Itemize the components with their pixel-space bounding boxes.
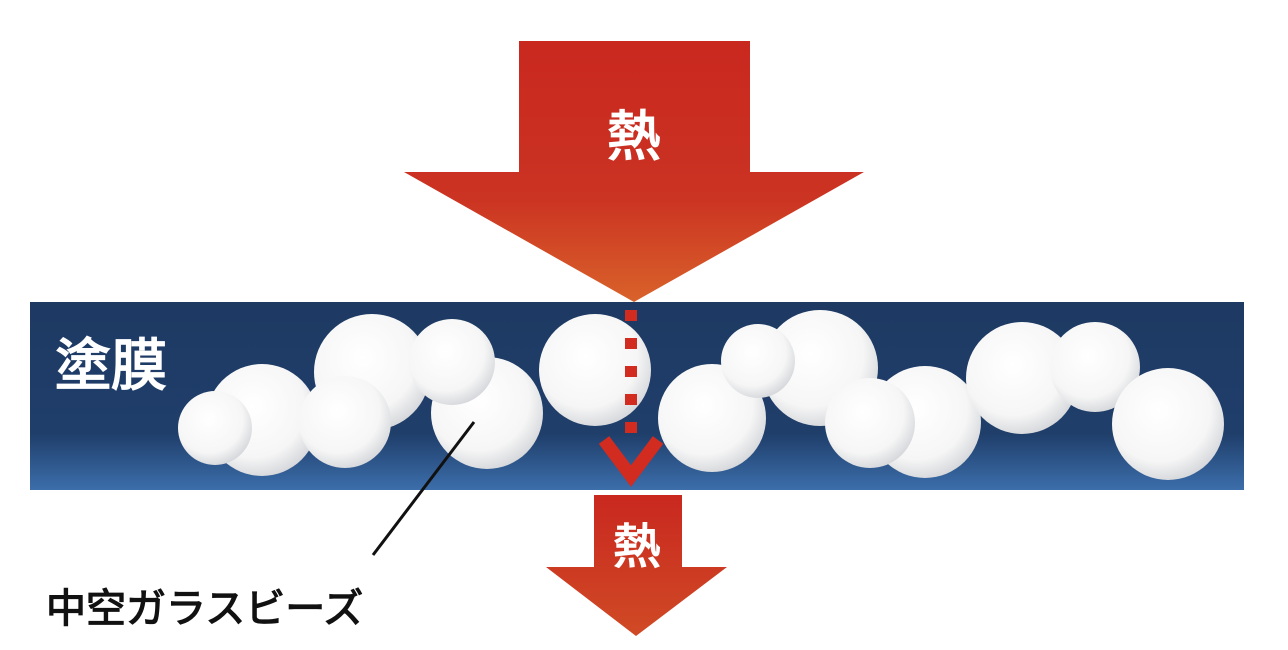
heat-arrow-small [546,495,727,636]
bead [539,314,651,426]
beads-label: 中空ガラスビーズ [46,586,363,632]
bead [1050,322,1140,412]
coating-label: 塗膜 [55,334,167,399]
heat-path-dotted [625,310,637,433]
bead [409,319,495,405]
bead [825,378,915,468]
bead [721,324,795,398]
chevron-down-icon [598,436,664,487]
heat-label-top: 熱 [607,105,661,168]
bead [966,322,1078,434]
bead [1112,368,1224,480]
bead [299,376,391,468]
heat-arrow-large [404,41,864,302]
bead [178,391,252,465]
glass-beads [178,310,1224,480]
leader-line [371,421,476,556]
heat-label-bottom: 熱 [613,519,661,575]
